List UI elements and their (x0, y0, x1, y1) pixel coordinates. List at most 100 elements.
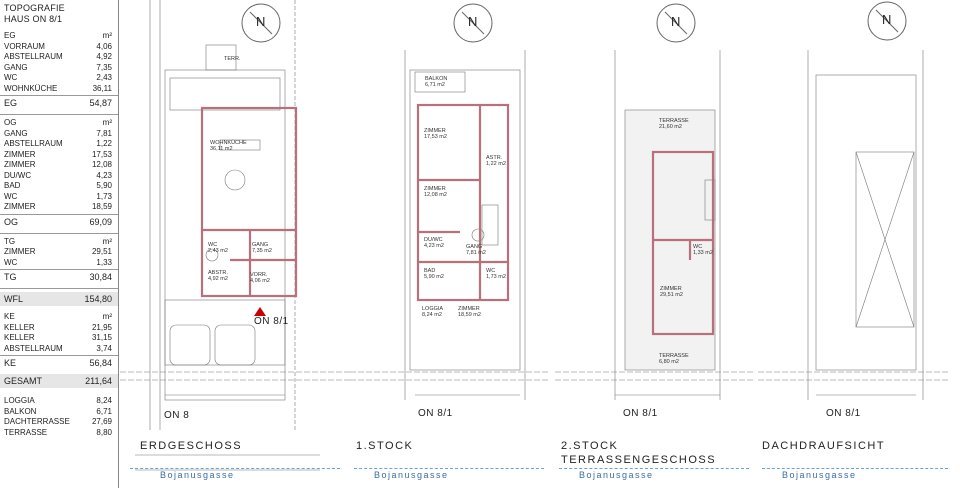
row-value: 18,59 (91, 202, 112, 211)
row-value: 4,92 (96, 52, 112, 61)
room-wohnkueche: WOHNKÜCHE 36,11 m2 (210, 140, 247, 152)
room-name: TERRASSE (659, 353, 689, 359)
compass-letter: N (671, 14, 681, 29)
row-label: VORRAUM (4, 41, 45, 51)
row-value: 3,74 (96, 343, 112, 353)
room-name: BALKON (425, 76, 448, 82)
row-value: 6,71 (96, 406, 112, 416)
row-label: KELLER (4, 322, 35, 332)
room-name: WC (693, 244, 703, 250)
room-name: VORR. (250, 272, 268, 278)
plan-dachdraufsicht (758, 50, 948, 400)
street-name: Bojanusgasse (782, 470, 857, 480)
row-label: WC (4, 191, 18, 201)
room-area: 6,71 m2 (425, 82, 445, 88)
row-label: KELLER (4, 333, 35, 342)
room-wc: WC 2,43 m2 (208, 242, 228, 254)
room-area: 4,06 m2 (250, 278, 270, 284)
row-value: 4,23 (96, 170, 112, 180)
highlight-band (0, 292, 118, 306)
room-terrasse-n: TERRASSE 21,60 m2 (659, 118, 689, 130)
row-value: 69,09 (89, 216, 112, 227)
row-value: 211,64 (85, 376, 112, 386)
room-area: 12,08 m2 (424, 192, 447, 198)
room-name: ASTR. (486, 155, 503, 161)
room-name: ZIMMER (458, 306, 480, 312)
room-area: 29,51 m2 (660, 292, 683, 298)
house-label: ON 8/1 (254, 316, 289, 327)
group-header: KE m² (4, 312, 114, 322)
room-name: ZIMMER (424, 128, 446, 134)
row-label: LOGGIA (4, 396, 35, 405)
room-wc-og: WC 1,73 m2 (486, 268, 506, 280)
plan-1-stock (350, 50, 550, 400)
compass-letter: N (468, 14, 478, 29)
street-name: Bojanusgasse (579, 470, 654, 480)
row-label: DU/WC (4, 170, 32, 180)
room-area: 7,35 m2 (252, 248, 272, 254)
room-area: 2,43 m2 (208, 248, 228, 254)
row-value: 56,84 (89, 358, 112, 368)
compass-eg: N (240, 2, 282, 49)
room-astr: ASTR. 1,22 m2 (486, 155, 506, 167)
row-value: 7,35 (96, 62, 112, 72)
row-value: 1,73 (96, 191, 112, 201)
room-area: 36,11 m2 (210, 146, 233, 152)
room-balkon: BALKON 6,71 m2 (425, 76, 447, 88)
row-label: TG (4, 236, 16, 246)
row-label: BALKON (4, 406, 37, 416)
room-name: ZIMMER (660, 286, 682, 292)
row-value: 17,53 (91, 149, 112, 159)
compass-dach: N (866, 0, 908, 47)
floor-title: DACHDRAUFSICHT (762, 440, 886, 452)
row-label: TG (4, 272, 17, 282)
table-row: DU/WC 4,23 (4, 171, 114, 181)
title-line-2: HAUS ON 8/1 (4, 14, 63, 24)
table-divider (0, 355, 118, 356)
room-area: 4,23 m2 (424, 243, 444, 249)
row-value: 1,33 (96, 257, 112, 267)
house-label: ON 8/1 (623, 408, 658, 419)
room-area: 6,80 m2 (659, 359, 679, 365)
row-label: ZIMMER (4, 160, 36, 169)
room-area: 18,59 m2 (458, 312, 481, 318)
row-label: ZIMMER (4, 202, 36, 211)
table-divider (0, 213, 118, 215)
table-divider (0, 232, 118, 234)
street-line (559, 468, 749, 469)
row-label: ZIMMER (4, 247, 36, 256)
table-divider (0, 269, 118, 270)
room-name: GANG (252, 242, 269, 248)
group-header: TG m² (4, 237, 114, 247)
row-label: ABSTELLRAUM (4, 52, 63, 61)
row-value: 36,11 (92, 83, 112, 93)
room-area: 1,33 m2 (693, 250, 713, 256)
row-value: m² (102, 236, 112, 246)
row-label: EG (4, 31, 16, 40)
row-label: ABSTELLRAUM (4, 139, 63, 148)
row-value: m² (102, 312, 112, 321)
row-value: 21,95 (91, 322, 112, 332)
row-label: KE (4, 312, 15, 321)
compass-og1: N (452, 2, 494, 49)
room-area: 1,73 m2 (486, 274, 506, 280)
room-name: GANG (466, 244, 483, 250)
